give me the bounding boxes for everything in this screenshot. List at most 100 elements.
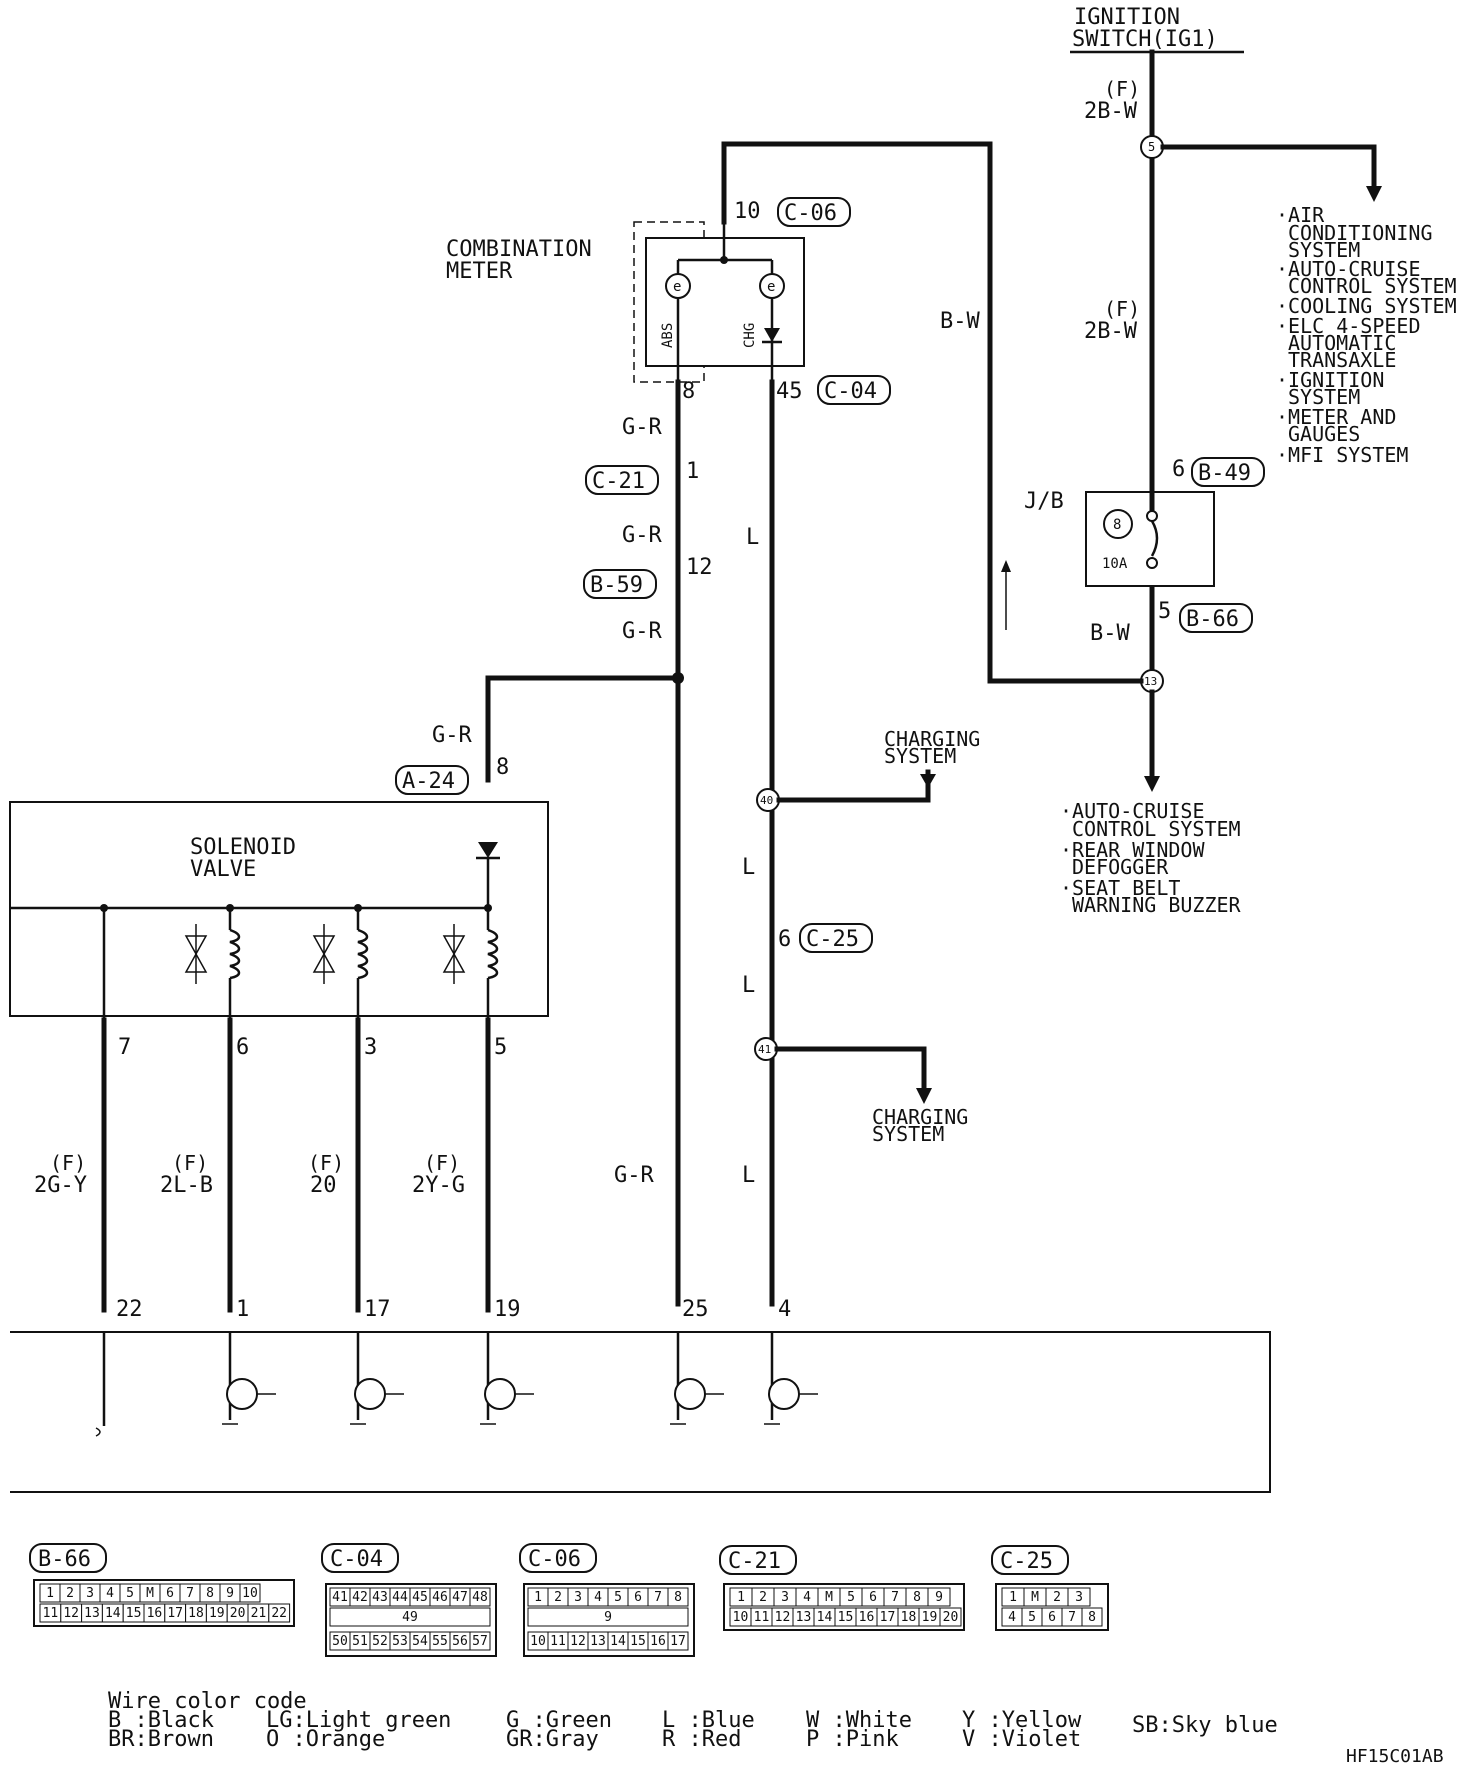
pin-b66-5: 5	[1158, 599, 1171, 624]
pin-sv-5: 5	[494, 1035, 507, 1060]
wire-f-tag: (F)	[172, 1151, 208, 1175]
connector-pin-number: 15	[126, 1606, 142, 1621]
wire-gr-2: G-R	[622, 523, 662, 548]
arrow-icon	[920, 774, 936, 788]
wire-l-1: L	[746, 525, 759, 550]
figure-code: HF15C01AB	[1346, 1746, 1444, 1767]
ecu-transistor-4	[764, 1332, 818, 1425]
connector-pin-number: 7	[186, 1586, 194, 1601]
fuse-rating: 10A	[1102, 556, 1128, 572]
branch-item: GAUGES	[1288, 422, 1360, 446]
connector-pin-number: 3	[574, 1590, 582, 1605]
legend-entry: L :Blue	[662, 1708, 755, 1733]
abs-label: ABS	[660, 323, 676, 348]
wire-bw-long: B-W	[940, 309, 980, 334]
solenoid-column-5	[442, 904, 499, 1020]
pin-sv-7: 7	[118, 1035, 131, 1060]
transistor-icon	[484, 1378, 516, 1410]
charging-system-1-label-1: CHARGING	[884, 727, 980, 751]
connector-pin-number: 19	[922, 1610, 938, 1625]
wire-l-3: L	[742, 973, 755, 998]
connector-pin-number: 6	[166, 1586, 174, 1601]
connector-tag-b59	[583, 569, 657, 599]
connector-cell	[927, 1587, 951, 1607]
wire-2lb-label: 2L-B	[160, 1173, 213, 1198]
connector-pin-number: 3	[86, 1586, 94, 1601]
charging-system-1-label-2: SYSTEM	[884, 744, 956, 768]
legend-entry: SB:Sky blue	[1132, 1713, 1278, 1738]
wire-f-tag: (F)	[308, 1151, 344, 1175]
connector-pin-number: 12	[775, 1610, 791, 1625]
branch-item: ·AIR	[1276, 203, 1325, 227]
connector-cell	[527, 1607, 689, 1627]
pin-10: 10	[734, 199, 761, 224]
connector-pin-number: 2	[554, 1590, 562, 1605]
branch-item: ·AUTO-CRUISE	[1060, 799, 1205, 823]
connector-pin-number: 18	[901, 1610, 917, 1625]
connector-tag-a24	[395, 765, 469, 795]
connector-c06-label: C-06	[784, 201, 837, 226]
branch-list-bottom-right: ·AUTO-CRUISE CONTROL SYSTEM ·REAR WINDOW…	[1060, 799, 1242, 917]
wire-f-tag: (F)	[50, 1151, 86, 1175]
connector-pin-number: 5	[1028, 1610, 1036, 1625]
connector-pin-number: 5	[126, 1586, 134, 1601]
diode-icon	[764, 328, 780, 342]
connector-pin-number: 12	[63, 1606, 79, 1621]
coil-icon	[357, 928, 369, 980]
connector-view-label: B-66	[38, 1547, 91, 1572]
connector-pin-number: 6	[869, 1590, 877, 1605]
connector-cell	[1081, 1607, 1103, 1627]
legend-entry: Y :Yellow	[962, 1708, 1082, 1733]
connector-pin-number: 22	[271, 1606, 287, 1621]
connector-pin-number: 56	[452, 1634, 468, 1649]
pin-b59-12: 12	[686, 555, 713, 580]
ecu-pin-17: 17	[364, 1297, 391, 1322]
ignition-switch-label-2: SWITCH(IG1)	[1072, 27, 1218, 52]
connector-pin-number: 13	[84, 1606, 100, 1621]
jb-label: J/B	[1024, 489, 1064, 514]
connector-pin-number: 14	[105, 1606, 121, 1621]
wire-2gy-label: 2G-Y	[34, 1173, 87, 1198]
wire-f-tag-mid: (F)	[1104, 297, 1140, 321]
connector-cell	[1067, 1587, 1091, 1607]
ecu-pin-1: 1	[236, 1297, 249, 1322]
branch-item: CONDITIONING	[1288, 221, 1433, 245]
connector-pin-number: 14	[817, 1610, 833, 1625]
connector-pin-number: 15	[838, 1610, 854, 1625]
legend-entry: V :Violet	[962, 1727, 1081, 1752]
coil-icon	[229, 928, 241, 980]
connector-c21-label: C-21	[592, 469, 645, 494]
fuse-number: 8	[1113, 517, 1121, 533]
connector-cell	[667, 1587, 689, 1607]
wire-bw-jb: B-W	[1090, 621, 1130, 646]
pin-c25-6: 6	[778, 927, 791, 952]
arrow-down-icon	[916, 1088, 932, 1104]
connector-pin-number: 7	[1068, 1610, 1076, 1625]
connector-cell	[667, 1631, 689, 1651]
connector-pin-number: 16	[650, 1634, 666, 1649]
connector-pin-number: 9	[226, 1586, 234, 1601]
legend-entry: P :Pink	[806, 1727, 899, 1752]
connector-b59-label: B-59	[590, 573, 643, 598]
connector-pin-number: 8	[206, 1586, 214, 1601]
connector-view-label: C-25	[1000, 1549, 1053, 1574]
combination-meter-label-1: COMBINATION	[446, 237, 592, 262]
solenoid-valve-label-1: SOLENOID	[190, 835, 296, 860]
connector-pin-number: 1	[46, 1586, 54, 1601]
connector-pin-number: 15	[630, 1634, 646, 1649]
connector-pin-number: 20	[943, 1610, 959, 1625]
wire-2bw-top: 2B-W	[1084, 99, 1138, 124]
connector-pin-number: 41	[332, 1590, 348, 1605]
branch-item: ·IGNITION	[1276, 368, 1384, 392]
arrow-down-icon	[1144, 776, 1160, 792]
solenoid-column-6	[184, 904, 241, 1020]
branch-item: DEFOGGER	[1072, 855, 1169, 879]
branch-item: ·REAR WINDOW	[1060, 838, 1205, 862]
connector-pin-number: 19	[209, 1606, 225, 1621]
connector-pin-number: 51	[352, 1634, 368, 1649]
connector-view-label: C-21	[728, 1549, 781, 1574]
